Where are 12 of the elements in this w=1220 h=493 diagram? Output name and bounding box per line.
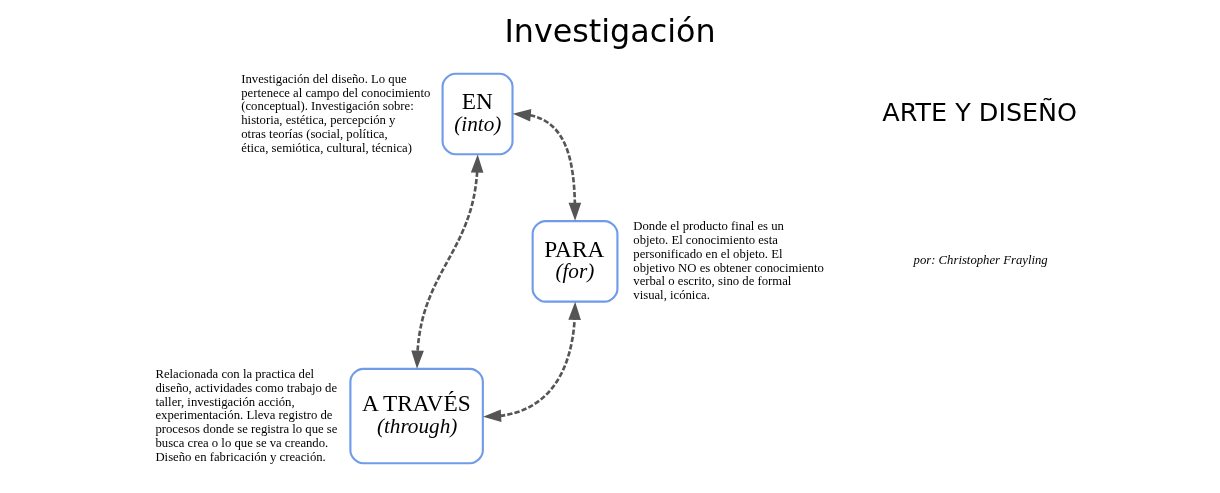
node-label: Donde el producto final es un objeto. El conocimiento esta personificado en el objeto. El objetivo NO es obtener conocimiento verbal o escrito, sino de formal visual, icónica. [633, 219, 824, 303]
label: por: Christopher Frayling [913, 252, 1048, 267]
diagram-title: Investigación [504, 13, 716, 49]
node-box: PARA (for) [531, 220, 619, 303]
arrow [483, 301, 581, 423]
node-label: Investigación del diseño. Lo que pertenece al campo del conocimiento (conceptual). Investigación sobre: historia, estética, percepción y otras teorías (social, política, ética, semiótica, cultural, técnica) [241, 71, 431, 155]
arrow [411, 154, 484, 369]
node-box: A TRAVÉS (through) [349, 367, 484, 465]
label: ARTE Y DISEÑO [882, 96, 1078, 127]
node-label: Relacionada con la practica del diseño, actividades como trabajo de taller, investigación acción, experimentación. Lleva registro de procesos donde se registra lo que se busca crea o lo que se va creando. Diseño en fabricación y creación. [155, 367, 338, 464]
arrow [512, 109, 582, 221]
node-box: EN (into) [441, 72, 514, 156]
